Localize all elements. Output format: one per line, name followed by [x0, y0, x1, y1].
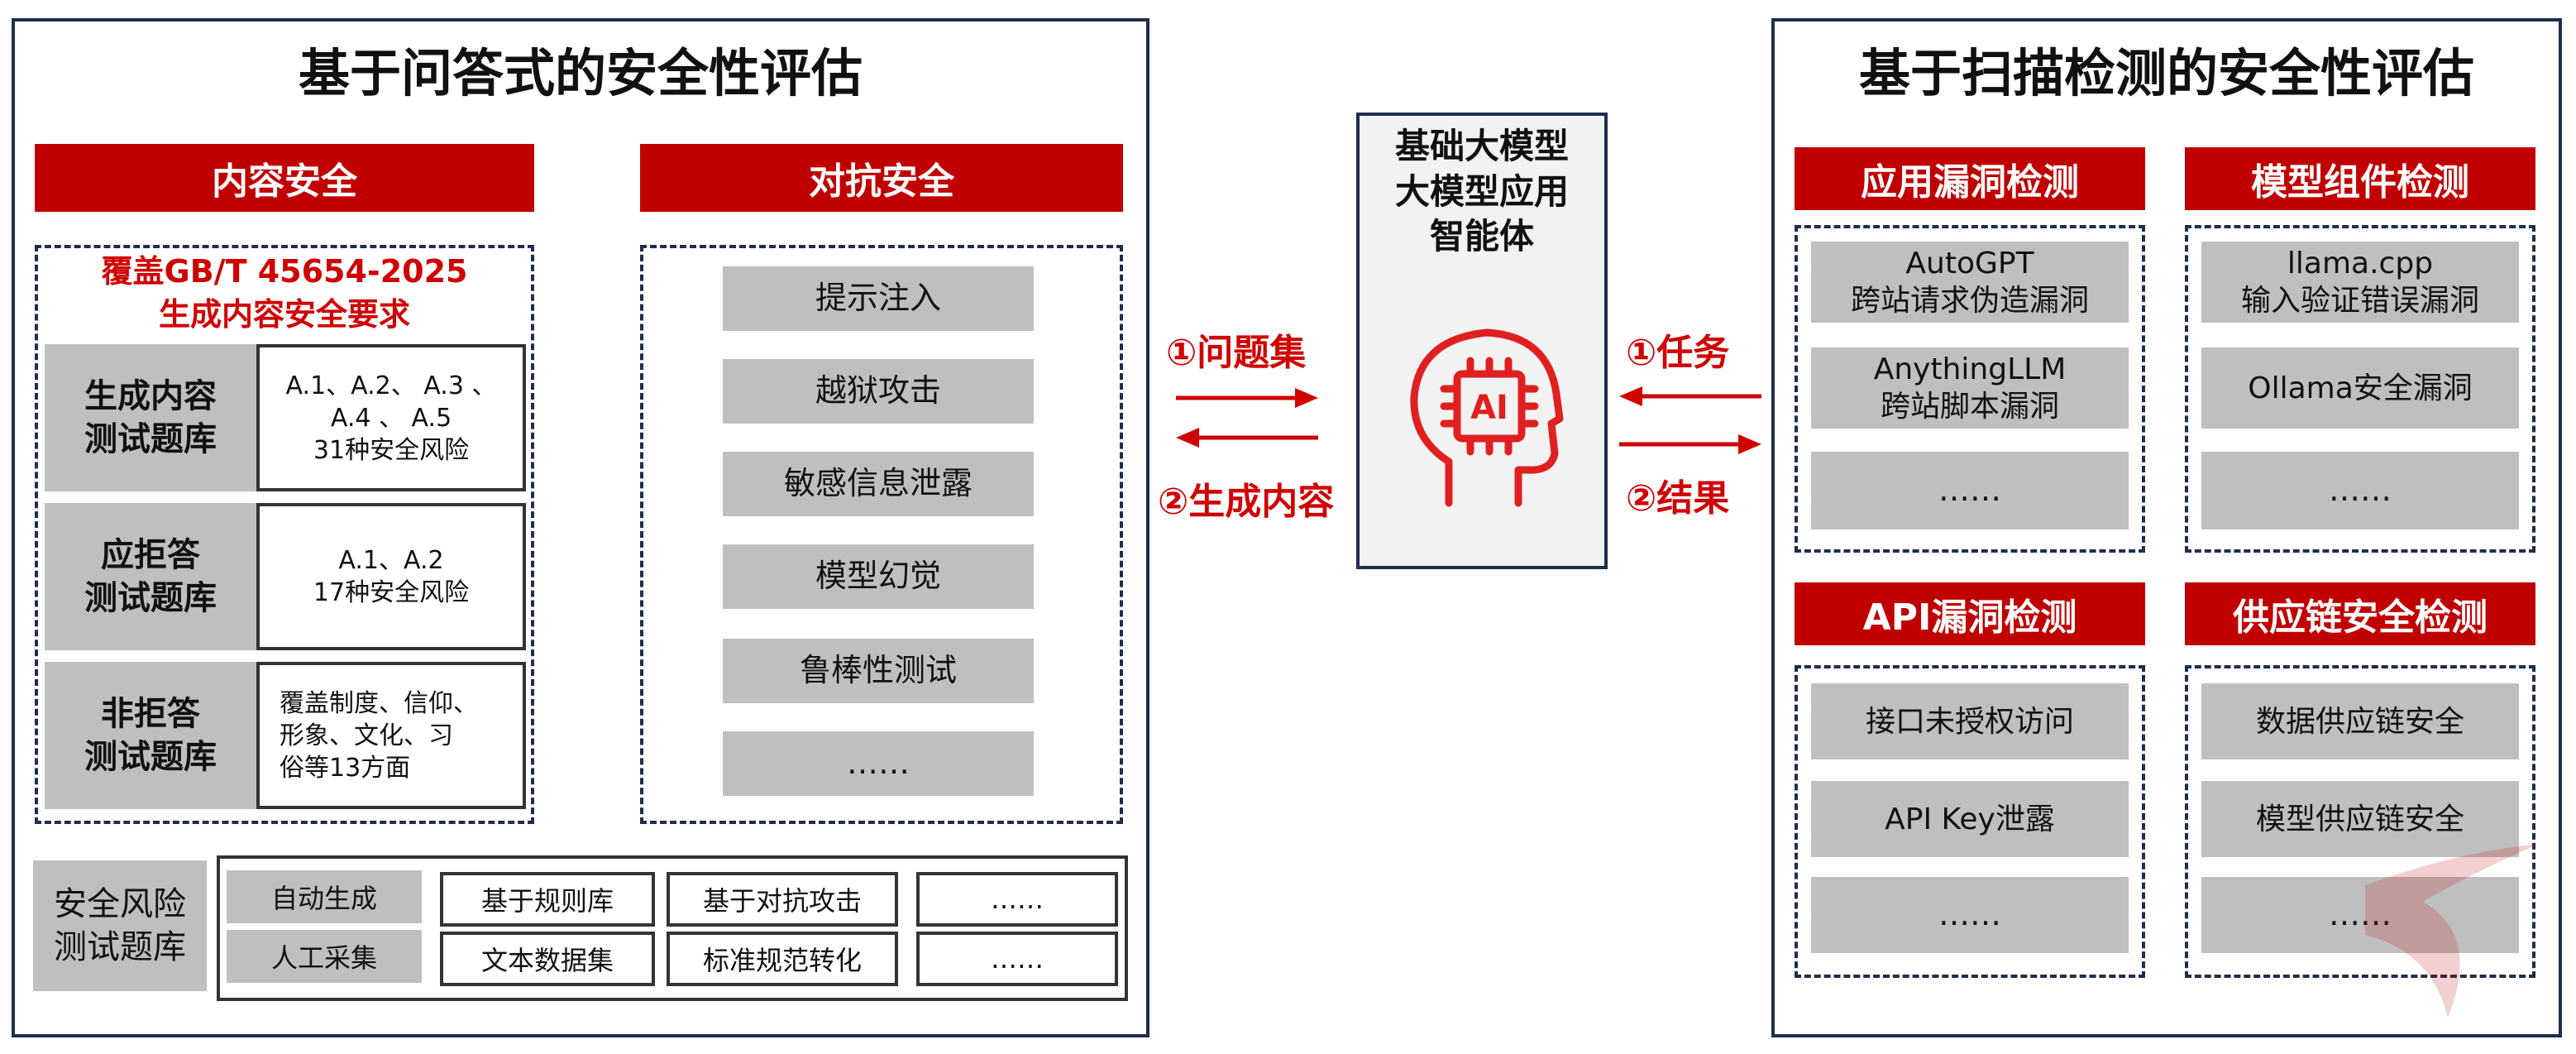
risk-source-label: 人工采集: [227, 930, 422, 983]
adversarial-security-box: [640, 245, 1123, 824]
model-component-box: [2185, 225, 2535, 553]
risk-method: ……: [916, 872, 1118, 927]
coverage-line-2: 生成内容安全要求: [158, 296, 410, 333]
supply-chain-header: 供应链安全检测: [2185, 582, 2535, 645]
content-row-label: 生成内容 测试题库: [45, 344, 256, 491]
risk-bank-label: 安全风险 测试题库: [33, 860, 207, 991]
arrow-label-generated: ②生成内容: [1158, 481, 1335, 523]
app-vuln-item: AnythingLLM 跨站脚本漏洞: [1811, 347, 2129, 429]
risk-bank-box: [217, 855, 1128, 1001]
risk-method: 基于对抗攻击: [667, 872, 898, 927]
arrow-label-result: ②结果: [1626, 477, 1730, 520]
risk-source-label: 自动生成: [227, 870, 422, 923]
arrow-label-task: ①任务: [1626, 332, 1730, 374]
center-model-box: [1356, 113, 1608, 569]
app-vuln-item: AutoGPT 跨站请求伪造漏洞: [1811, 242, 2129, 323]
content-row-label: 非拒答 测试题库: [45, 662, 256, 809]
app-vuln-box: [1795, 225, 2145, 553]
app-vuln-item: ……: [1811, 452, 2129, 529]
risk-method: 基于规则库: [440, 872, 655, 927]
content-row-label: 应拒答 测试题库: [45, 503, 256, 650]
content-row-desc: A.1、A.2 17种安全风险: [256, 503, 526, 650]
api-vuln-item: API Key泄露: [1811, 781, 2129, 857]
arrow-left-icon: [1176, 428, 1318, 448]
adversarial-item: 敏感信息泄露: [723, 452, 1034, 516]
arrow-left-icon: [1619, 386, 1761, 406]
api-vuln-item: ……: [1811, 877, 2129, 953]
adversarial-item: 鲁棒性测试: [723, 639, 1034, 703]
model-component-item: ……: [2201, 452, 2519, 529]
model-component-header: 模型组件检测: [2185, 147, 2535, 210]
supply-chain-item: 模型供应链安全: [2201, 781, 2519, 857]
left-panel: [12, 18, 1149, 1037]
svg-text:AI: AI: [1470, 389, 1508, 427]
content-row-desc: 覆盖制度、信仰、 形象、文化、习 俗等13方面: [256, 662, 526, 809]
content-security-header: 内容安全: [35, 144, 534, 212]
content-row-desc: A.1、A.2、 A.3 、 A.4 、 A.5 31种安全风险: [256, 344, 526, 491]
model-component-item: Ollama安全漏洞: [2201, 347, 2519, 429]
arrow-right-icon: [1619, 434, 1761, 454]
center-model-title: 基础大模型 大模型应用 智能体: [1394, 126, 1569, 257]
api-vuln-box: [1795, 665, 2145, 978]
adversarial-item: 越狱攻击: [723, 359, 1034, 424]
risk-method: 标准规范转化: [667, 932, 898, 986]
arrow-right-icon: [1176, 388, 1318, 408]
watermark-icon: [2365, 844, 2539, 1018]
left-panel-title: 基于问答式的安全性评估: [298, 43, 863, 103]
content-security-box: [35, 245, 534, 824]
adversarial-item: 提示注入: [723, 266, 1034, 331]
model-component-item: llama.cpp 输入验证错误漏洞: [2201, 242, 2519, 323]
supply-chain-box: [2185, 665, 2535, 978]
api-vuln-item: 接口未授权访问: [1811, 683, 2129, 759]
right-panel: [1771, 18, 2562, 1037]
right-panel-title: 基于扫描检测的安全性评估: [1858, 43, 2474, 103]
arrow-label-questions: ①问题集: [1166, 332, 1307, 374]
app-vuln-header: 应用漏洞检测: [1795, 147, 2145, 210]
adversarial-item: 模型幻觉: [723, 544, 1034, 609]
supply-chain-item: 数据供应链安全: [2201, 683, 2519, 759]
risk-method: 文本数据集: [440, 932, 655, 986]
risk-method: ……: [916, 932, 1118, 986]
coverage-line-1: 覆盖GB/T 45654-2025: [101, 253, 468, 290]
adversarial-security-header: 对抗安全: [640, 144, 1123, 212]
supply-chain-item: ……: [2201, 877, 2519, 953]
api-vuln-header: API漏洞检测: [1795, 582, 2145, 645]
adversarial-item: ……: [723, 731, 1034, 796]
ai-head-icon: AI: [1410, 328, 1564, 507]
